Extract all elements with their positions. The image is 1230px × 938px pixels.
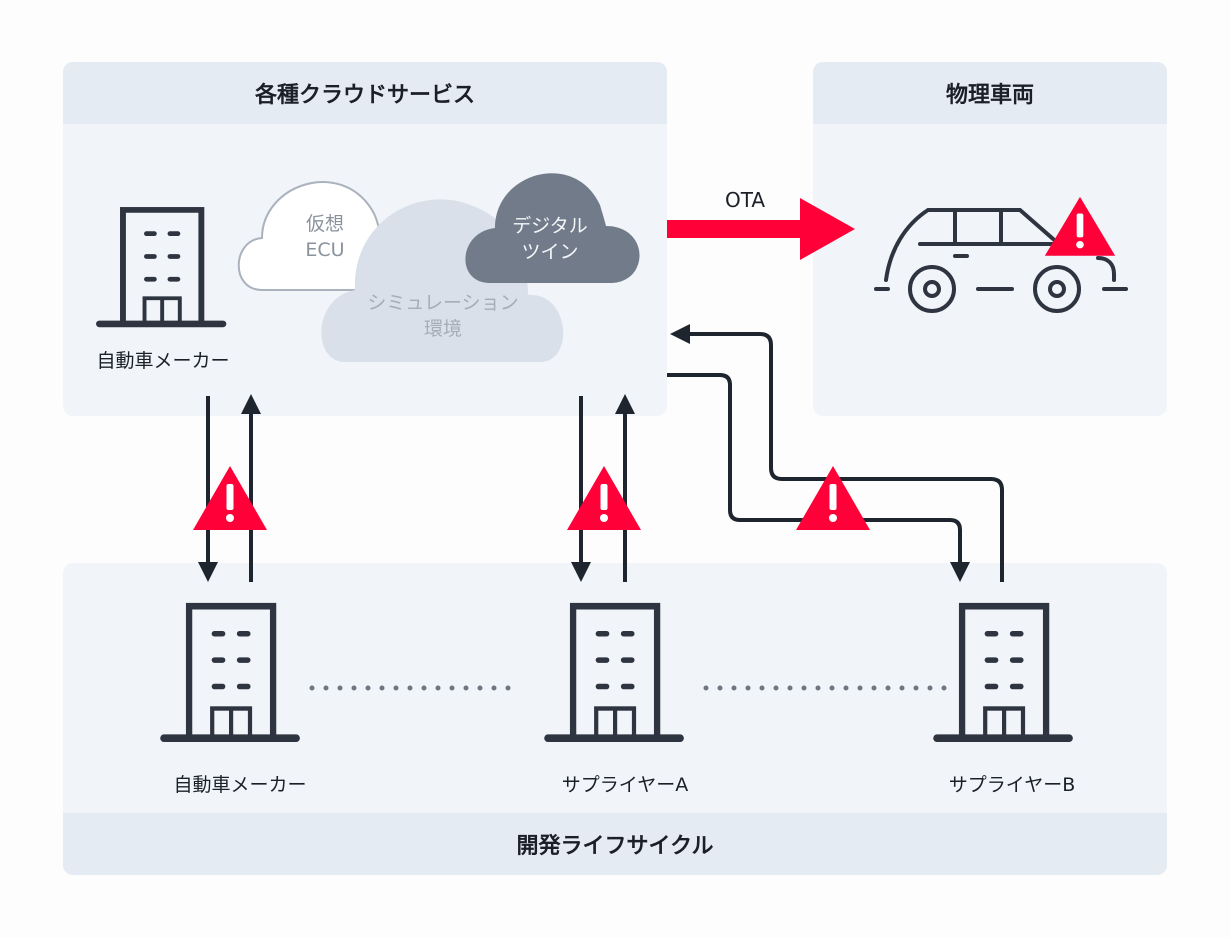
physical-vehicle-panel: 物理車両	[813, 62, 1167, 416]
supplier-b-label: サプライヤーB	[948, 774, 1076, 796]
oem-link-warning-icon	[193, 466, 267, 530]
oem-building-icon	[99, 210, 222, 324]
supplier-b-link-warning-icon	[796, 466, 870, 530]
physical-vehicle-title: 物理車両	[813, 62, 1167, 124]
dev-lifecycle-title: 開発ライフサイクル	[63, 813, 1167, 875]
digital-twin-cloud	[465, 173, 640, 283]
ota-label: OTA	[725, 188, 766, 212]
supplier-a-link-warning-icon	[567, 466, 641, 530]
oem-lifecycle-label: 自動車メーカー	[173, 774, 307, 796]
supplier-b-building-icon	[937, 606, 1069, 738]
supplier-a-label: サプライヤーA	[561, 774, 689, 796]
cloud-services-title: 各種クラウドサービス	[63, 62, 667, 124]
virtual-ecu-label: 仮想 ECU	[305, 213, 345, 261]
supplier-b-to-cloud-arrow	[670, 324, 1004, 582]
ota-arrow	[667, 198, 855, 260]
digital-twin-label: デジタル ツイン	[512, 215, 588, 263]
supplier-a-building-icon	[548, 606, 680, 738]
vehicle-warning-icon	[1044, 196, 1116, 256]
simulation-label: シミュレーション 環境	[367, 292, 519, 340]
oem-lifecycle-building-icon	[164, 606, 296, 738]
car-icon	[874, 208, 1128, 313]
cloud-to-supplier-b-arrow	[667, 373, 970, 582]
oem-cloud-label: 自動車メーカー	[96, 350, 230, 372]
